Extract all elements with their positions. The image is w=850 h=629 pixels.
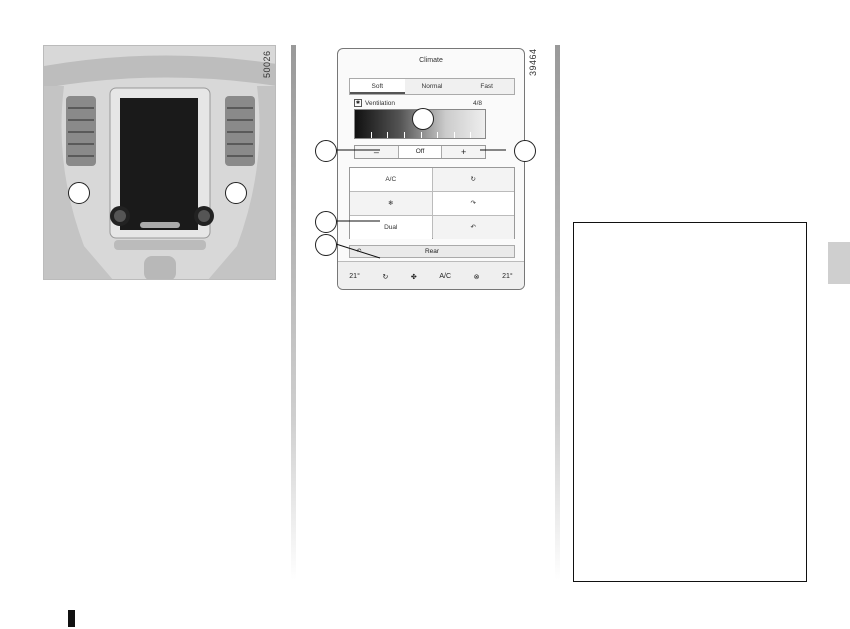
page-marker <box>68 610 75 627</box>
ventilation-value: 4/8 <box>473 100 483 107</box>
ventilation-stepper: – Off + <box>354 145 486 159</box>
air-direction-icon[interactable]: ↻ <box>382 273 389 281</box>
recirculation-icon[interactable]: ❄ <box>350 192 432 215</box>
note-box <box>573 222 807 582</box>
ventilation-label: Ventilation <box>365 100 395 107</box>
fan-icon[interactable]: ✤ <box>410 273 417 281</box>
ac-button[interactable]: A/C <box>350 168 432 191</box>
callout-plus <box>514 140 536 162</box>
screen-title: Climate <box>419 57 443 64</box>
column-rule-1 <box>291 45 296 580</box>
callout-leader-lines <box>335 149 506 259</box>
temp-left[interactable]: 21° <box>349 273 360 280</box>
climate-button-grid: A/C ↻ ❄ ↷ Dual ↶ <box>349 167 515 239</box>
callout-dual <box>315 211 337 233</box>
callout-left-knob <box>68 182 90 204</box>
increase-button[interactable]: + <box>461 147 467 157</box>
auto-icon[interactable]: ⊗ <box>473 273 480 281</box>
callout-stepper <box>315 140 337 162</box>
off-button[interactable]: Off <box>397 146 443 158</box>
callout-rear <box>315 234 337 256</box>
mode-normal[interactable]: Normal <box>421 83 443 90</box>
air-distribution-face-icon[interactable]: ↻ <box>432 168 514 191</box>
mode-fast[interactable]: Fast <box>480 83 493 90</box>
ventilation-icon: ✱ <box>354 99 362 107</box>
column-rule-2 <box>555 45 560 580</box>
rear-label: Rear <box>424 248 440 255</box>
callout-right-knob <box>225 182 247 204</box>
bottom-ac-label[interactable]: A/C <box>439 273 452 280</box>
temp-right[interactable]: 21° <box>502 273 513 280</box>
dual-button[interactable]: Dual <box>350 216 432 239</box>
fan-mode-selector: Soft Normal Fast <box>349 78 515 95</box>
chapter-tab <box>828 242 850 284</box>
dashboard-photo <box>43 45 276 280</box>
callout-ventilation <box>412 108 434 130</box>
dashboard-illustration <box>44 46 275 279</box>
air-distribution-feet-icon[interactable]: ↷ <box>432 192 514 215</box>
climate-screen: Climate Soft Normal Fast ✱ Ventilation 4… <box>337 48 525 290</box>
figure-number-1: 50026 <box>262 50 272 78</box>
air-distribution-windscreen-icon[interactable]: ↶ <box>432 216 514 239</box>
decrease-button[interactable]: – <box>373 147 379 157</box>
climate-status-bar: 21° ↻ ✤ A/C ⊗ 21° <box>338 261 524 289</box>
figure-number-2: 39464 <box>528 48 538 76</box>
mode-soft[interactable]: Soft <box>350 79 405 94</box>
